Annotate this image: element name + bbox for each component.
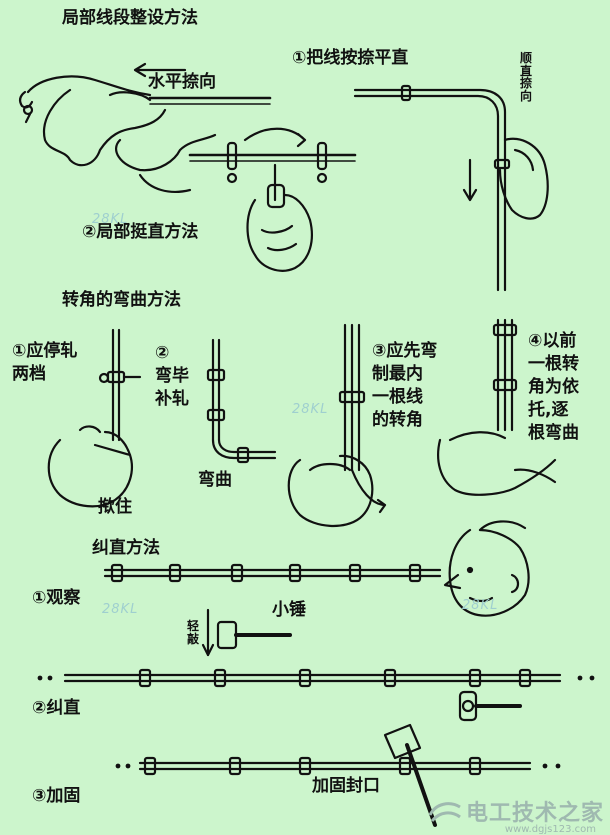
observe-label: ①观察 [32,588,80,608]
watermark: 28KL [92,212,128,227]
hand-pressing-icon [500,139,548,219]
logo-icon [428,797,462,825]
corner-step-3: ③应先弯 制最内 一根线 的转角 [372,340,437,432]
dotted-markers [38,676,595,769]
watermark: 28KL [102,602,138,617]
corner-section-title: 转角的弯曲方法 [62,290,181,310]
hammer-vertical-icon [460,692,520,720]
corner-step-1: ①应停轧 两档 [12,340,77,386]
vertical-direction-label: 顺直捺向 [519,52,533,102]
step-press-straight: ①把线按捺平直 [292,48,408,68]
arrow-down-icon [464,160,476,200]
bent-wire [355,86,509,290]
clip-icon [228,143,326,182]
watermark: 28KL [292,402,328,417]
hand-pliers-icon [248,165,312,271]
secure-seal-label: 加固封口 [312,776,380,796]
press-label: 揿住 [98,497,132,517]
straighten-secure [140,758,530,774]
watermark: 28KL [462,598,498,613]
bend-label: 弯曲 [198,470,232,490]
rotate-arrow-icon [245,129,305,146]
local-section-title: 局部线段整设方法 [62,8,198,28]
straighten-observe [105,565,440,581]
correct-label: ②纠直 [32,698,80,718]
corner-panel-3 [289,325,385,526]
site-logo: 电工技术之家 [428,795,604,827]
light-tap-label: 轻敲 [186,620,200,645]
straighten-section-title: 纠直方法 [92,538,160,558]
logo-url: www.dgjs123.com [505,824,596,835]
corner-step-4: ④以前 一根转 角为依 托,逐 根弯曲 [528,330,579,445]
hand-smoothing-icon [20,76,215,191]
corner-step-2: ② 弯毕 补轧 [155,342,189,411]
logo-name: 电工技术之家 [466,795,604,827]
horizontal-direction-label: 水平捺向 [148,72,216,92]
straighten-correct [65,670,560,686]
secure-label: ③加固 [32,786,80,806]
corner-panel-2 [208,340,275,462]
small-hammer-label: 小锤 [272,600,306,620]
